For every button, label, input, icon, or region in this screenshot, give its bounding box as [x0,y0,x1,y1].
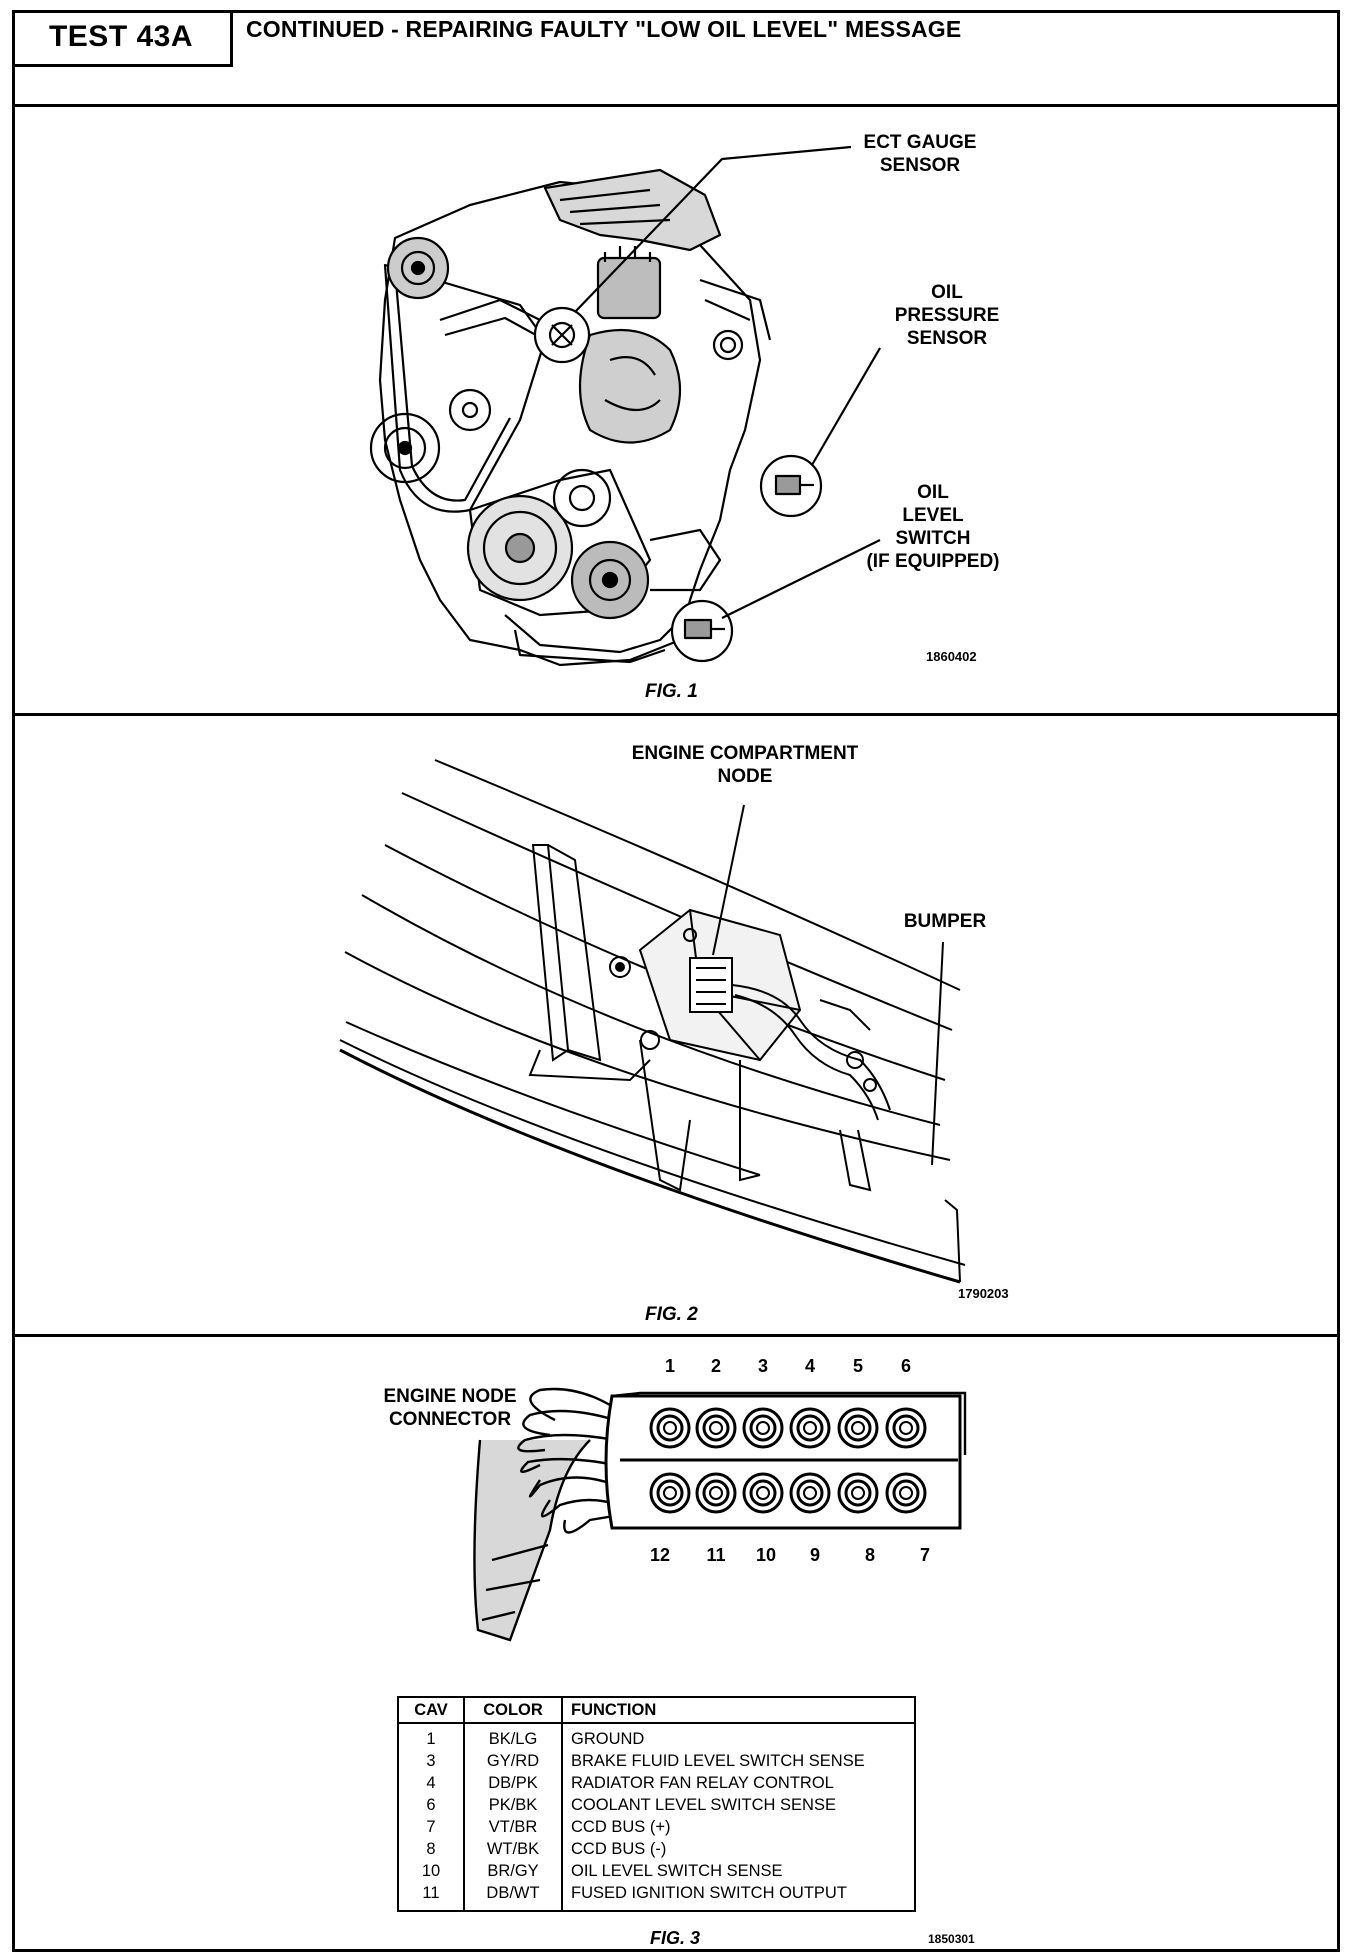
connector-cavity-ring [756,1486,770,1500]
pin-number-bottom: 10 [755,1545,777,1565]
label-oil-pressure-sensor: OIL PRESSURE SENSOR [894,282,1000,349]
fig1-divider [12,713,1340,716]
fig1-caption: FIG. 1 [645,681,698,702]
cavity-table-header: CAV COLOR FUNCTION [398,1697,915,1724]
cell-cav: 10 [398,1860,465,1882]
pin-number-top: 3 [757,1356,768,1376]
cell-function: FUSED IGNITION SWITCH OUTPUT [571,1884,847,1902]
fig2-code: 1790203 [958,1286,1009,1301]
pin-number-top: 2 [710,1356,721,1376]
connector-cavity-ring [803,1421,817,1435]
label-bumper: BUMPER [903,911,987,932]
cell-color: VT/BR [464,1816,563,1838]
connector-cavity-ring [851,1421,865,1435]
pin-number-bottom: 11 [706,1545,726,1565]
pin-number-bottom: 7 [919,1545,930,1565]
cell-color: BK/LG [464,1723,563,1750]
connector-cavity-ring [709,1421,723,1435]
cell-function: CCD BUS (+) [571,1818,671,1836]
test-number-box: TEST 43A [12,10,233,67]
fig1-code: 1860402 [926,649,977,664]
pin-number-top: 1 [664,1356,675,1376]
cell-color: DB/WT [464,1882,563,1911]
col-cav: CAV [398,1697,465,1724]
fig3-code: 1850301 [928,1932,975,1946]
pin-number-top: 6 [900,1356,911,1376]
cell-function: RADIATOR FAN RELAY CONTROL [571,1774,834,1792]
connector-cavity-ring [756,1421,770,1435]
label-engine-compartment-node: ENGINE COMPARTMENT NODE [631,743,859,787]
col-function: FUNCTION [562,1697,915,1724]
cell-color: GY/RD [464,1750,563,1772]
cell-color: BR/GY [464,1860,563,1882]
header-divider [12,104,1340,107]
cell-function: BRAKE FLUID LEVEL SWITCH SENSE [571,1752,865,1770]
page-frame [12,10,1340,1952]
pin-number-bottom: 12 [649,1545,671,1565]
fig2-caption: FIG. 2 [645,1304,698,1325]
cell-cav: 6 [398,1794,465,1816]
pin-number-bottom: 9 [809,1545,820,1565]
cell-color: DB/PK [464,1772,563,1794]
pin-number-top: 5 [852,1356,863,1376]
cell-cav: 11 [398,1882,465,1911]
cell-cav: 1 [398,1723,465,1750]
cell-cav: 8 [398,1838,465,1860]
fig3-caption: FIG. 3 [650,1928,701,1948]
connector-cavity-ring [851,1486,865,1500]
label-ect-gauge-sensor: ECT GAUGE SENSOR [863,132,977,176]
label-oil-level-switch: OIL LEVEL SWITCH (IF EQUIPPED) [866,482,1000,572]
connector-cavity-ring [663,1421,677,1435]
connector-cavity-ring [709,1486,723,1500]
connector-cavity-ring [899,1486,913,1500]
fig2-divider [12,1334,1340,1337]
page-title: CONTINUED - REPAIRING FAULTY "LOW OIL LE… [246,16,962,42]
label-engine-node-connector: ENGINE NODE CONNECTOR [383,1386,517,1430]
cell-function: CCD BUS (-) [571,1840,667,1858]
cell-cav: 4 [398,1772,465,1794]
connector-cavity-ring [899,1421,913,1435]
cell-cav: 3 [398,1750,465,1772]
cell-color: WT/BK [464,1838,563,1860]
pin-number-top: 4 [804,1356,815,1376]
pin-number-bottom: 8 [864,1545,875,1565]
cell-function: OIL LEVEL SWITCH SENSE [571,1862,783,1880]
cell-cav: 7 [398,1816,465,1838]
cell-function: COOLANT LEVEL SWITCH SENSE [571,1796,836,1814]
connector-cavity-ring [803,1486,817,1500]
cell-function: GROUND [571,1730,645,1748]
col-color: COLOR [464,1697,563,1724]
connector-cavity-ring [663,1486,677,1500]
cell-color: PK/BK [464,1794,563,1816]
